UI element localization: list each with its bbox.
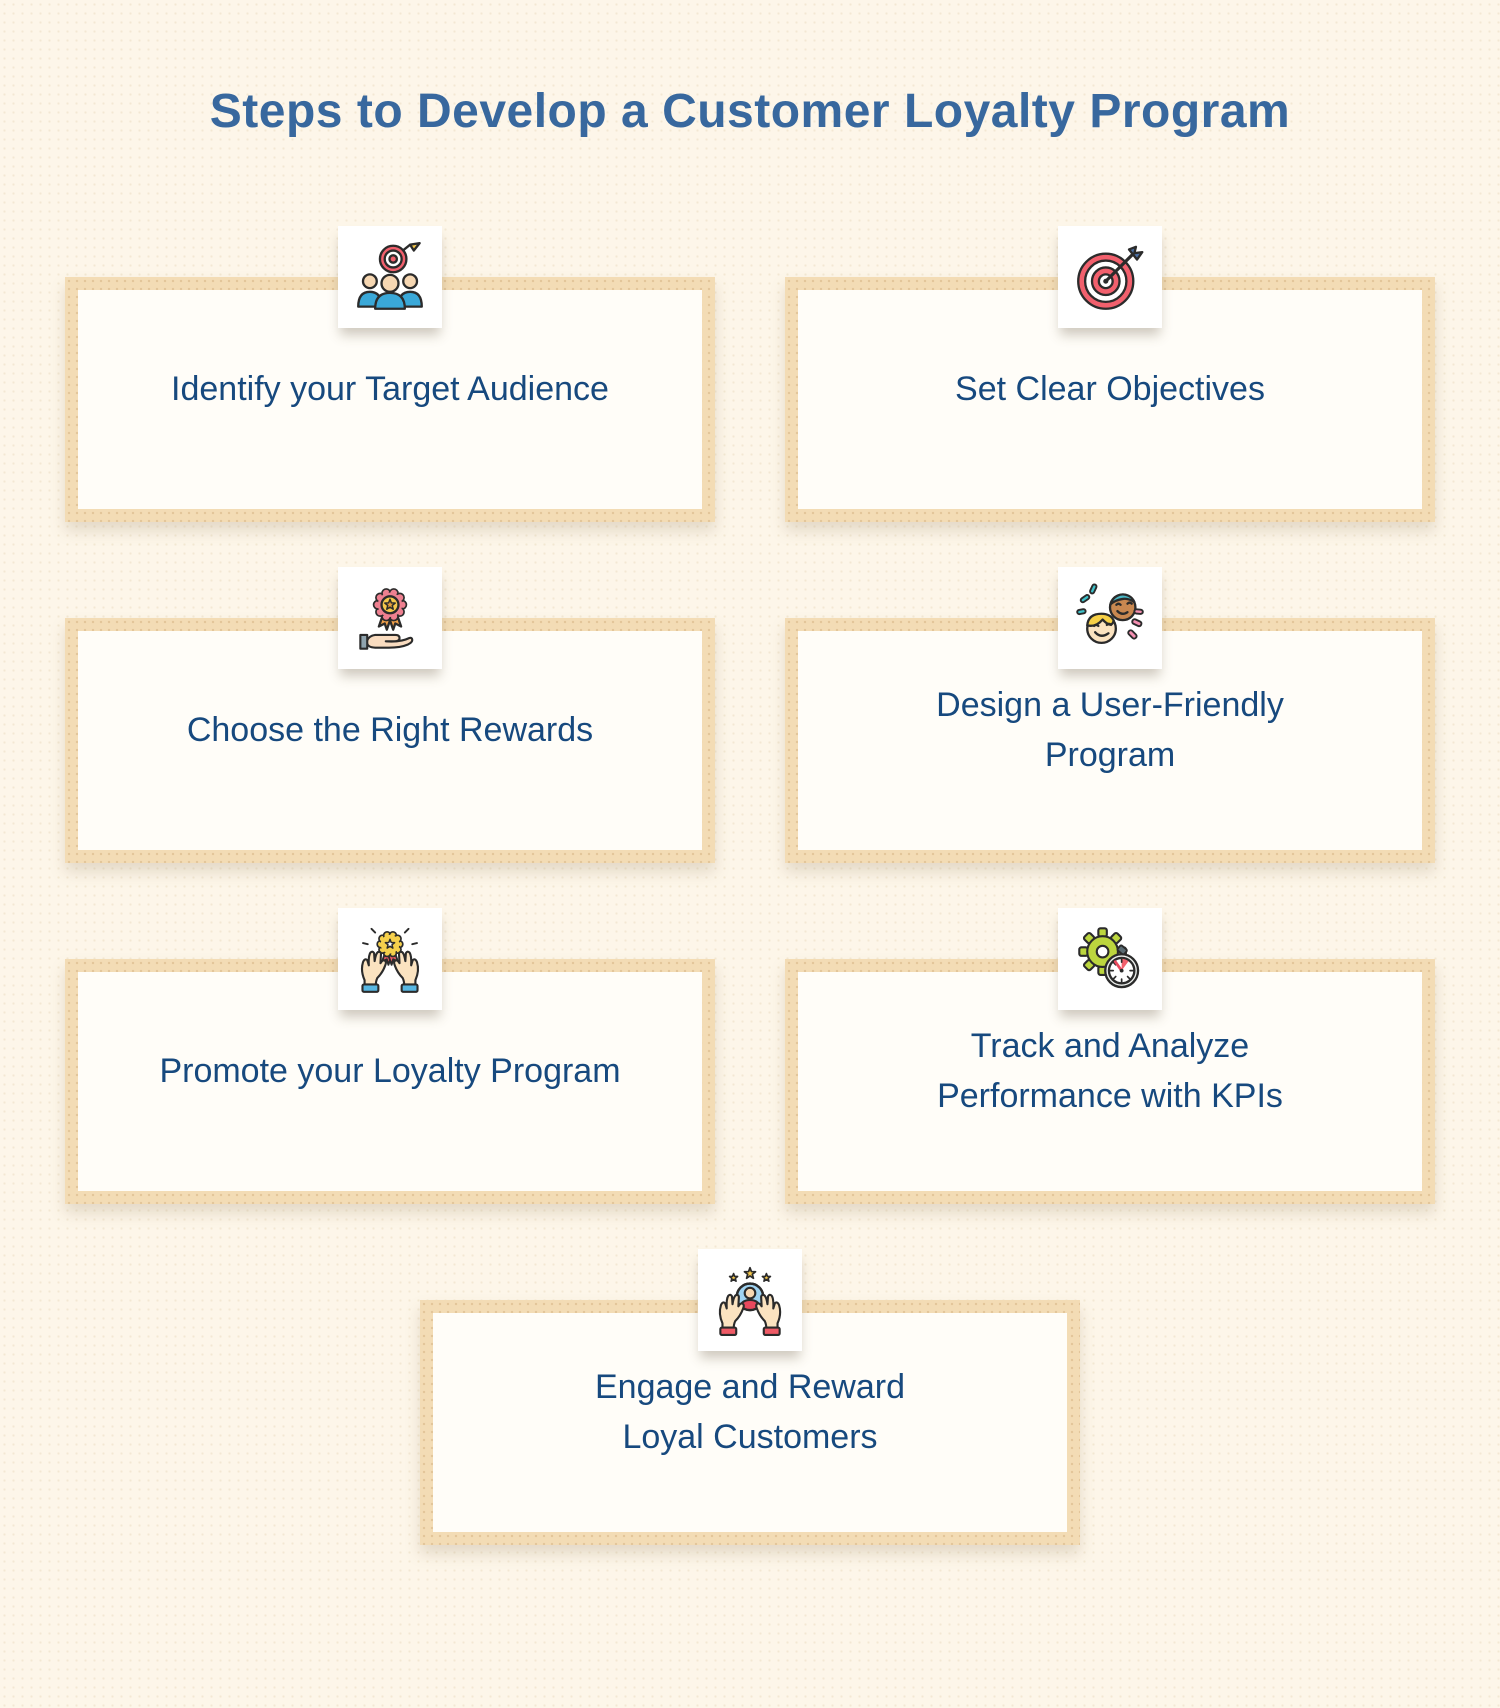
step-card-promote-program: Promote your Loyalty Program xyxy=(65,908,715,1205)
hands-holding-customer-icon xyxy=(698,1249,802,1352)
step-label: Design a User-Friendly Program xyxy=(936,685,1284,774)
step-card-engage-reward: Engage and Reward Loyal Customers xyxy=(65,1249,1435,1546)
step-card-track-kpis: Track and Analyze Performance with KPIs xyxy=(785,908,1435,1205)
step-card-choose-rewards: Choose the Right Rewards xyxy=(65,567,715,864)
step-label: Identify your Target Audience xyxy=(171,369,609,408)
steps-grid: Identify your Target Audience Set Clear xyxy=(65,226,1435,1546)
gear-stopwatch-icon xyxy=(1058,908,1162,1011)
step-card-design-program: Design a User-Friendly Program xyxy=(785,567,1435,864)
step-card-set-objectives: Set Clear Objectives xyxy=(785,226,1435,523)
page-title: Steps to Develop a Customer Loyalty Prog… xyxy=(209,85,1291,138)
bullseye-dart-icon xyxy=(1058,226,1162,329)
medal-in-hand-icon xyxy=(338,567,442,670)
card-frame: Promote your Loyalty Program xyxy=(65,959,715,1205)
step-label: Track and Analyze Performance with KPIs xyxy=(937,1026,1283,1115)
step-label: Choose the Right Rewards xyxy=(186,710,594,749)
step-label: Set Clear Objectives xyxy=(955,369,1265,408)
step-label: Promote your Loyalty Program xyxy=(159,1051,621,1090)
happy-customers-icon xyxy=(1058,567,1162,670)
card-frame: Track and Analyze Performance with KPIs xyxy=(785,959,1435,1205)
audience-target-icon xyxy=(338,226,442,329)
step-card-identify-audience: Identify your Target Audience xyxy=(65,226,715,523)
step-label: Engage and Reward Loyal Customers xyxy=(594,1367,905,1456)
card-body: Identify your Target Audience xyxy=(78,290,702,510)
hands-presenting-award-icon xyxy=(338,908,442,1011)
